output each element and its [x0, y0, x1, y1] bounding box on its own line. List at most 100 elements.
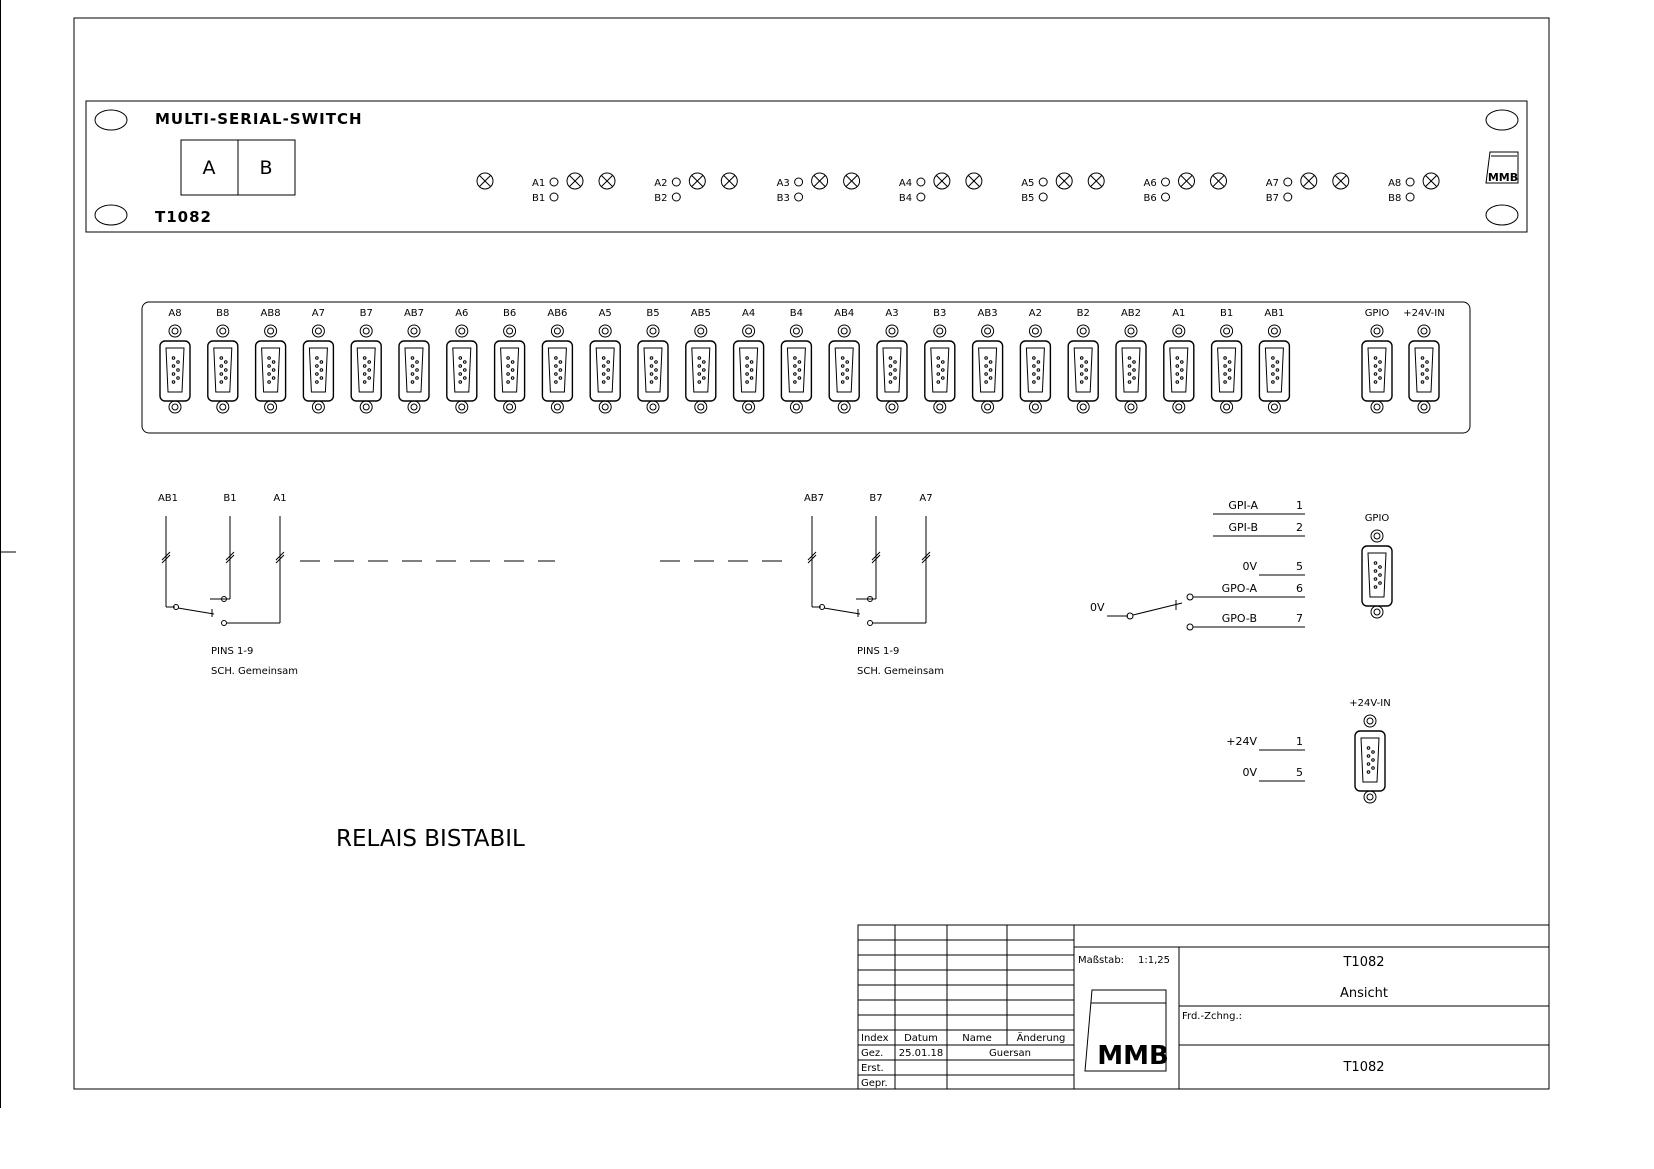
rear-connector-b4: B4 — [780, 308, 813, 414]
rear-connector-label: AB1 — [1264, 308, 1284, 319]
rear-connector-ab2: AB2 — [1115, 308, 1147, 414]
rear-connector-label: A8 — [168, 308, 181, 319]
power-row-pin-1: 1 — [1296, 735, 1303, 748]
dsub9-connector — [876, 324, 908, 414]
gpo-switch-label: 0V — [1090, 601, 1105, 614]
channel-label-b: B8 — [1388, 193, 1401, 204]
button-b-label: B — [259, 157, 272, 179]
power-connector-label: +24V-IN — [1349, 698, 1390, 709]
rear-connector-label: B6 — [503, 308, 516, 319]
rear-connector-label: B1 — [1220, 308, 1233, 319]
relay-schematic-left: AB1 B1 A1 PINS 1-9 SCH. Gemeinsam — [158, 493, 298, 677]
mmb-logo-title: MMB — [1084, 989, 1169, 1072]
gpio-row-pin-3: 5 — [1296, 560, 1303, 573]
channel-label-a: A2 — [654, 178, 667, 189]
channel-label-b: B4 — [899, 193, 912, 204]
rear-connector-ab1: AB1 — [1258, 308, 1291, 414]
select-button-a[interactable] — [933, 172, 951, 190]
led-b — [1405, 192, 1415, 202]
dsub9-connector — [541, 324, 574, 414]
power-lamp — [476, 172, 494, 190]
rear-connector-b5: B5 — [637, 308, 669, 414]
svg-text:MMB: MMB — [1097, 1041, 1169, 1071]
rear-connector-a4: A4 — [732, 308, 765, 414]
schematic-common-right: SCH. Gemeinsam — [857, 666, 944, 677]
rear-connector-label: AB6 — [547, 308, 567, 319]
select-button-a[interactable] — [811, 172, 829, 190]
front-panel: MULTI-SERIAL-SWITCH T1082 A B A1B1A2B2A3… — [85, 100, 1528, 233]
schematic-label-b7: B7 — [869, 493, 882, 504]
channel-label-a: A3 — [777, 178, 790, 189]
led-b — [916, 192, 926, 202]
gpio-row-pin-4: 6 — [1296, 582, 1303, 595]
power-pinout: +24V 1 0V 5 +24V-IN — [1226, 698, 1391, 804]
panel-title: MULTI-SERIAL-SWITCH — [155, 110, 363, 128]
select-button-a[interactable] — [688, 172, 706, 190]
gpio-row-name-5: GPO-B — [1222, 612, 1257, 625]
relay-schematic-right: AB7 B7 A7 PINS 1-9 SCH. Gemeinsam — [804, 493, 944, 677]
rear-connector-label: B3 — [933, 308, 946, 319]
row-gepr: Gepr. — [861, 1078, 888, 1089]
row-erst: Erst. — [861, 1063, 884, 1074]
gpio-connector — [1361, 529, 1393, 619]
led-a — [671, 177, 681, 187]
dsub9-connector — [780, 324, 813, 414]
rear-connector-a1: A1 — [1163, 308, 1195, 414]
rear-power-label: +24V-IN — [1403, 308, 1444, 319]
rear-connector-label: AB4 — [834, 308, 854, 319]
dsub9-connector — [207, 324, 239, 414]
select-button-b[interactable] — [598, 172, 616, 190]
dsub9-connector — [828, 324, 860, 414]
rear-connector-label: B2 — [1077, 308, 1090, 319]
select-button-b[interactable] — [720, 172, 738, 190]
rear-connector-label: A6 — [455, 308, 468, 319]
svg-text:MMB: MMB — [1488, 171, 1518, 184]
select-button-b[interactable] — [965, 172, 983, 190]
rear-connector-b1: B1 — [1210, 308, 1243, 414]
dsub9-connector — [589, 324, 621, 414]
drawn-author: Guersan — [989, 1048, 1031, 1059]
dsub9-connector — [1258, 324, 1291, 414]
mount-hole-top-right — [1485, 109, 1519, 131]
select-button-a[interactable] — [1422, 172, 1440, 190]
sheet-border — [0, 0, 1550, 1108]
panel-model: T1082 — [155, 208, 212, 226]
channel-label-b: B7 — [1266, 193, 1279, 204]
dsub9-connector — [924, 324, 956, 414]
select-button-b[interactable] — [843, 172, 861, 190]
led-a — [1161, 177, 1170, 187]
led-a — [1283, 177, 1293, 187]
dsub9-connector — [1067, 324, 1099, 414]
rear-connector-label: B7 — [360, 308, 373, 319]
rear-connector-b8: B8 — [207, 308, 239, 414]
gpio-row-pin-2: 2 — [1296, 521, 1303, 534]
header-aenderung: Änderung — [1017, 1031, 1066, 1044]
rear-connector-a2: A2 — [1019, 308, 1052, 414]
select-button-b[interactable] — [1087, 172, 1105, 190]
gpio-row-pin-5: 7 — [1296, 612, 1303, 625]
rear-connector-ab5: AB5 — [685, 308, 717, 414]
dsub9-connector — [685, 324, 717, 414]
power-row-name-1: +24V — [1226, 735, 1257, 748]
channel-label-b: B2 — [654, 193, 667, 204]
select-button-a[interactable] — [566, 172, 584, 190]
select-button-a[interactable] — [1055, 172, 1073, 190]
dsub9-connector — [302, 324, 335, 414]
power-connector — [1354, 714, 1386, 804]
button-b[interactable] — [237, 139, 296, 196]
title-block: Index Datum Name Änderung Gez. 25.01.18 … — [857, 924, 1550, 1090]
select-button-a[interactable] — [1300, 172, 1318, 190]
select-button-a[interactable] — [1178, 172, 1195, 190]
dsub9-connector — [971, 324, 1004, 414]
select-button-b[interactable] — [1332, 172, 1350, 190]
rear-connector-label: B4 — [790, 308, 803, 319]
gpio-connector-label: GPIO — [1365, 513, 1390, 524]
select-button-b[interactable] — [1210, 172, 1227, 190]
drawing-number: T1082 — [1342, 955, 1384, 970]
rear-connector-label: AB2 — [1121, 308, 1141, 319]
dsub9-connector — [350, 324, 382, 414]
dsub9-connector — [1019, 324, 1052, 414]
